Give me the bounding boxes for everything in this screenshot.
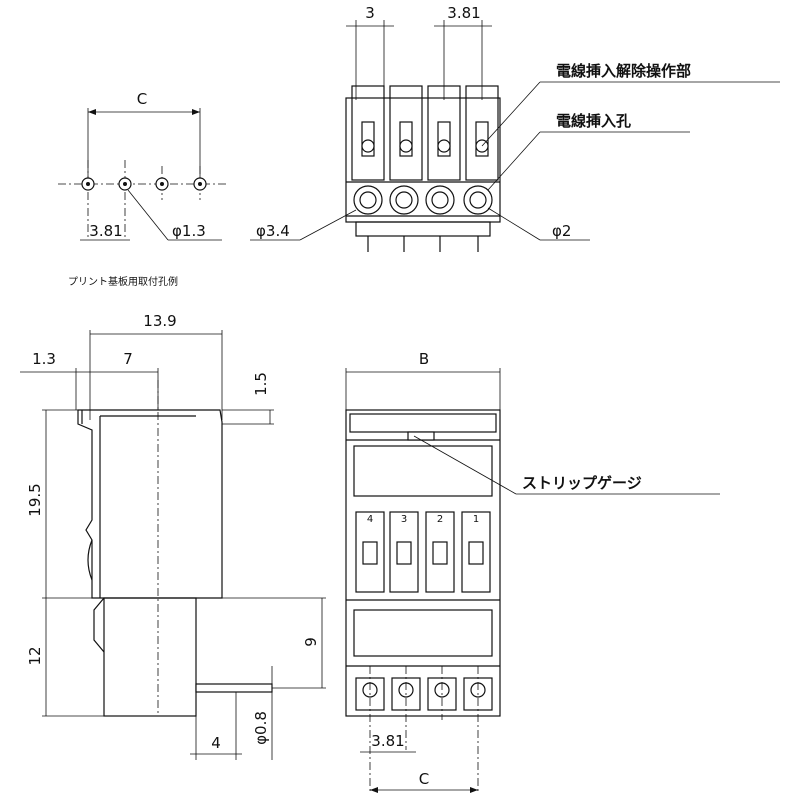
pcb-hole-layout: C 3.81 φ1.3 プリント基板用取付孔例: [58, 90, 228, 288]
pcb-caption: プリント基板用取付孔例: [68, 275, 178, 288]
slot-number-3: 3: [401, 514, 407, 525]
label-release-part: 電線挿入解除操作部: [556, 62, 691, 80]
side-height-pin: 9: [302, 637, 320, 647]
side-height-top: 1.5: [252, 372, 270, 396]
front-slots: 4 3 2 1: [355, 511, 491, 593]
label-strip-gauge: ストリップゲージ: [522, 474, 642, 492]
slot-number-2: 2: [437, 514, 443, 525]
side-offset-1: 1.3: [32, 350, 56, 368]
side-offset-2: 7: [123, 350, 133, 368]
front-width-c: C: [419, 770, 429, 788]
side-height-body: 19.5: [26, 483, 44, 516]
front-width-b: B: [419, 350, 429, 368]
side-pin-dia: φ0.8: [252, 711, 270, 745]
side-width-total: 13.9: [143, 312, 176, 330]
pcb-pitch: 3.81: [89, 222, 122, 240]
front-bottom-terminals: [355, 677, 493, 711]
side-pin-length: 4: [211, 734, 221, 752]
top-dia-left: φ3.4: [256, 222, 290, 240]
side-view: 13.9 1.3 7 1.5 19.5 12: [20, 312, 326, 760]
pcb-hole-dia: φ1.3: [172, 222, 206, 240]
front-pitch: 3.81: [371, 732, 404, 750]
top-terminal-2: [389, 85, 423, 215]
top-view: 3 3.81: [250, 4, 780, 252]
top-dia-right: φ2: [552, 222, 571, 240]
slot-number-4: 4: [367, 514, 373, 525]
top-pitch-a: 3: [365, 4, 375, 22]
slot-number-1: 1: [473, 514, 479, 525]
label-insertion-hole: 電線挿入孔: [556, 112, 631, 130]
top-pitch-b: 3.81: [447, 4, 480, 22]
top-terminal-3: [425, 85, 461, 215]
side-height-lower: 12: [26, 646, 44, 665]
pcb-dim-c: C: [137, 90, 147, 108]
top-terminal-1: [351, 85, 385, 215]
top-terminal-4: [463, 85, 499, 215]
front-view: B 4 3 2 1: [345, 350, 720, 794]
